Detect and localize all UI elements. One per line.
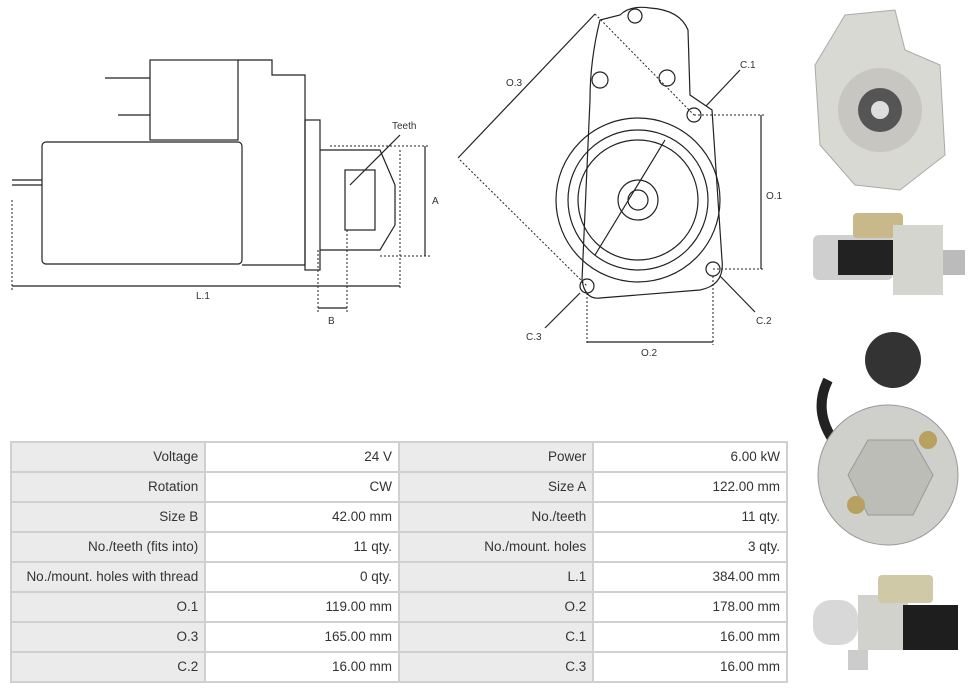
spec-value: 16.00 mm [592, 621, 788, 653]
spec-value: 42.00 mm [204, 501, 400, 533]
side-view-drawing: Teeth A L.1 B [11, 59, 439, 327]
front-view-drawing: O.3 C.1 O.1 C.2 C.3 O.2 [457, 6, 783, 359]
spec-value: 6.00 kW [592, 441, 788, 473]
label-o1: O.1 [766, 191, 783, 202]
label-l1: L.1 [196, 291, 210, 302]
spec-value: 165.00 mm [204, 621, 400, 653]
spec-value: 16.00 mm [592, 651, 788, 683]
spec-value: 119.00 mm [204, 591, 400, 623]
spec-value: 16.00 mm [204, 651, 400, 683]
spec-label: O.2 [397, 591, 595, 623]
spec-label: C.3 [397, 651, 595, 683]
label-o3: O.3 [506, 78, 523, 89]
spec-label: Size B [9, 501, 207, 533]
label-a: A [432, 196, 439, 207]
label-c2: C.2 [756, 316, 772, 327]
spec-value: 11 qty. [204, 531, 400, 563]
spec-label: C.2 [9, 651, 207, 683]
spec-label: Power [397, 441, 595, 473]
spec-label: No./mount. holes [397, 531, 595, 563]
spec-value: 0 qty. [204, 561, 400, 593]
spec-label: O.3 [9, 621, 207, 653]
product-photo-side [813, 213, 965, 295]
spec-label: L.1 [397, 561, 595, 593]
spec-value: 122.00 mm [592, 471, 788, 503]
spec-value: 3 qty. [592, 531, 788, 563]
spec-label: No./teeth (fits into) [9, 531, 207, 563]
spec-label: C.1 [397, 621, 595, 653]
spec-label: No./teeth [397, 501, 595, 533]
spec-value: 11 qty. [592, 501, 788, 533]
spec-label: Voltage [9, 441, 207, 473]
spec-label: O.1 [9, 591, 207, 623]
spec-label: Size A [397, 471, 595, 503]
spec-label: No./mount. holes with thread [9, 561, 207, 593]
product-photo-rear [816, 332, 959, 546]
spec-label: Rotation [9, 471, 207, 503]
product-photo-front [814, 9, 946, 191]
product-photo-angle [813, 575, 958, 670]
technical-drawing: Teeth A L.1 B O.3 C.1 O.1 C.2 C.3 O.2 [11, 6, 783, 359]
label-c1: C.1 [740, 60, 756, 71]
label-c3: C.3 [526, 332, 542, 343]
spec-value: 24 V [204, 441, 400, 473]
label-teeth: Teeth [392, 121, 416, 132]
spec-value: CW [204, 471, 400, 503]
spec-row: No./teeth (fits into)11 qty.No./mount. h… [9, 531, 788, 563]
label-b: B [328, 316, 335, 327]
label-o2: O.2 [641, 348, 658, 359]
spec-value: 384.00 mm [592, 561, 788, 593]
spec-value: 178.00 mm [592, 591, 788, 623]
